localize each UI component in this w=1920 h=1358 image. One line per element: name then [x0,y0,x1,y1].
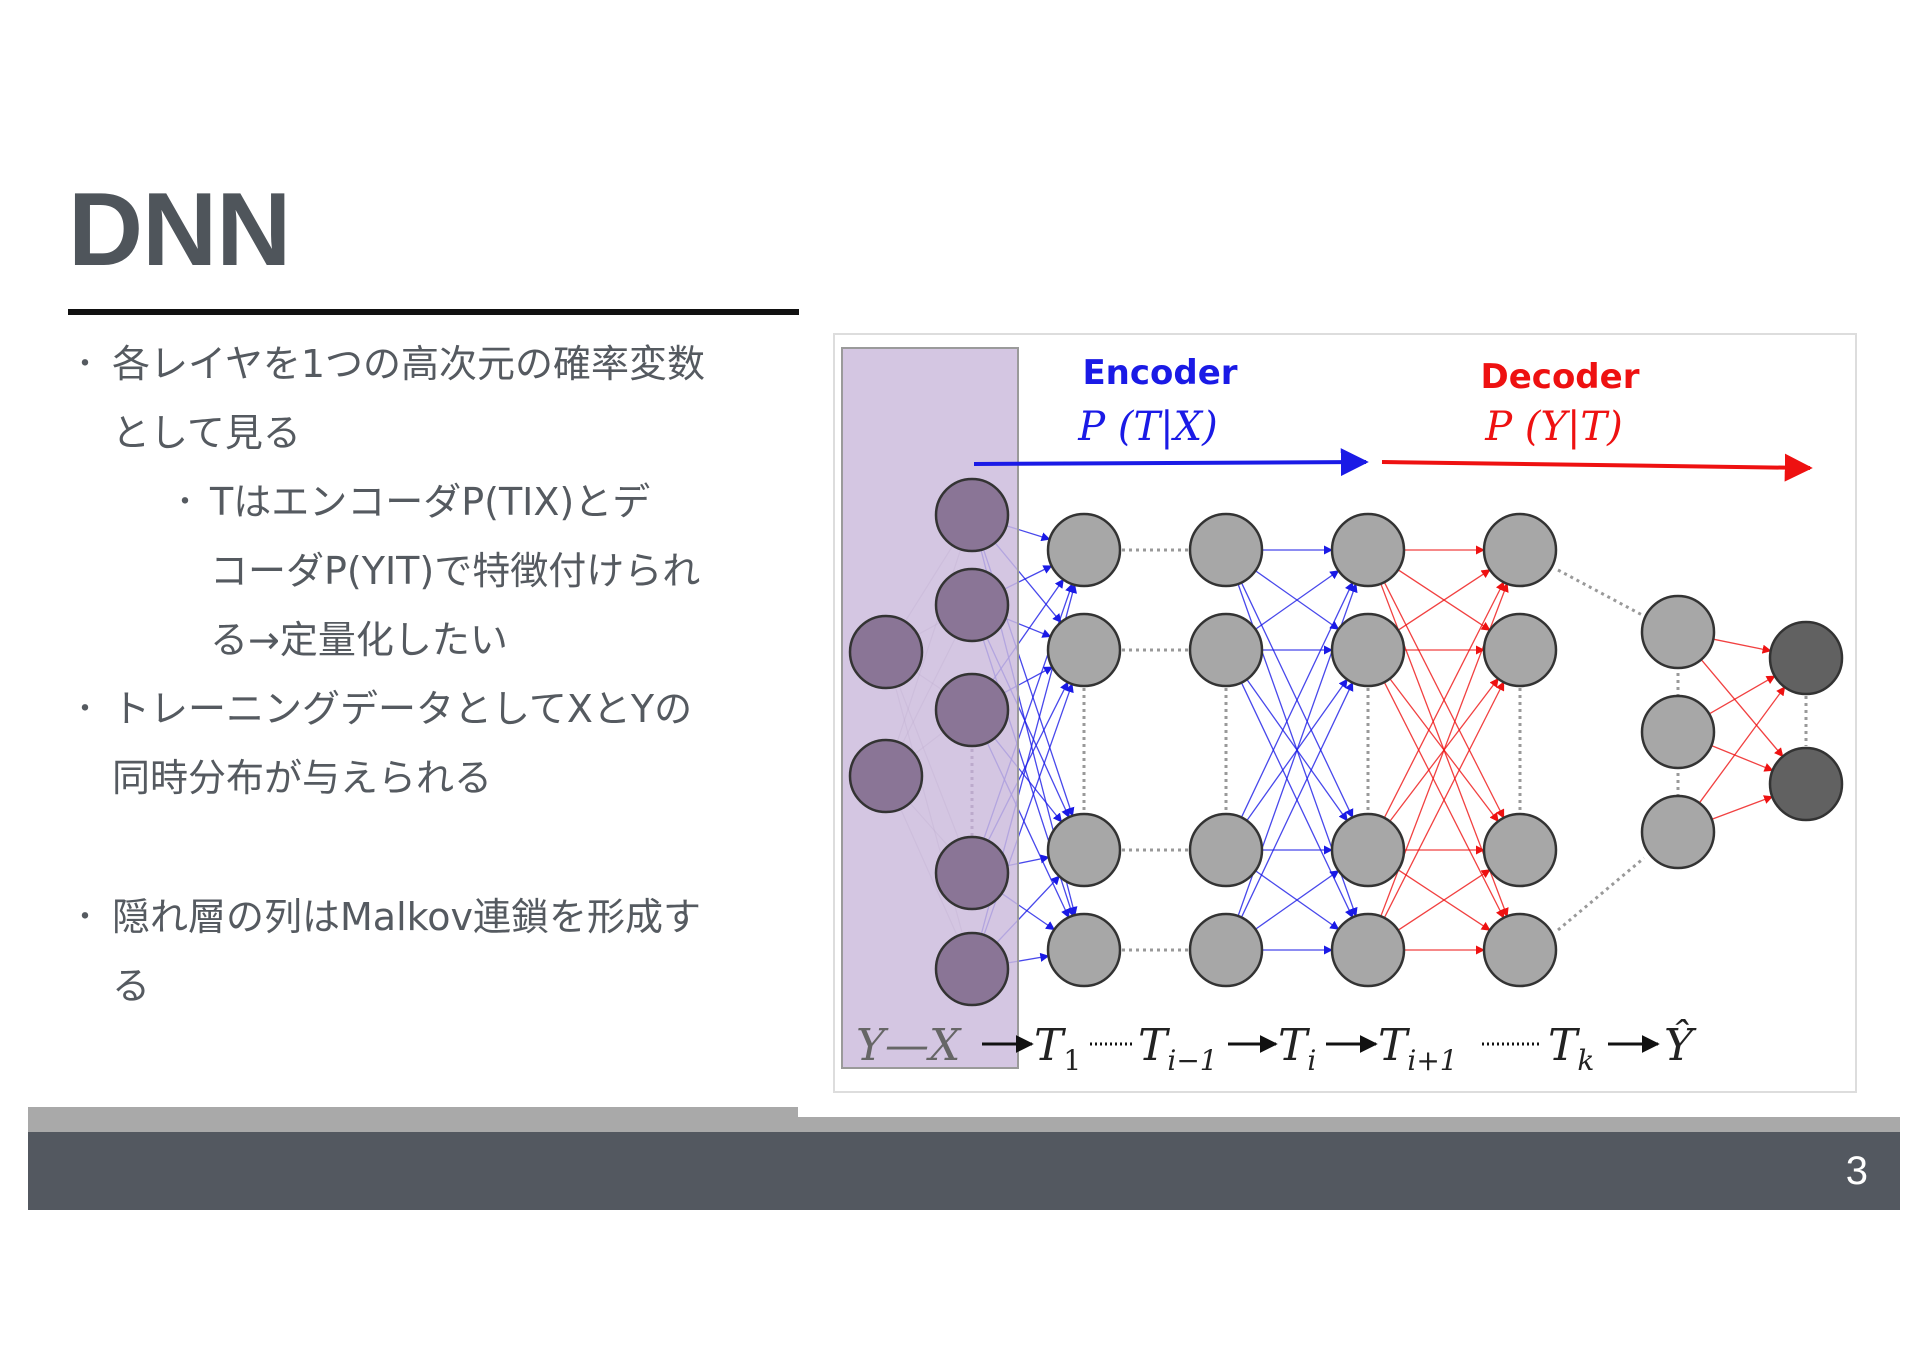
bullet-line: る→定量化したい [210,618,508,662]
slide-title: DNN [68,172,291,288]
connection-edge [1705,636,1772,654]
bullet-line: 同時分布が与えられる [112,756,493,800]
hidden-node [1330,512,1406,588]
bullet-line: 各レイヤを1つの高次元の確率変数 [112,342,706,386]
connection-edge [1384,671,1499,823]
output-node [1768,620,1844,696]
yhat-label: Ŷ [1664,1018,1697,1071]
yx-label: Y—X [856,1020,962,1071]
bullet-item: ・ 各レイヤを1つの高次元の確率変数 として見る [70,330,800,468]
connection-edge [1695,652,1784,758]
input-node [848,738,924,814]
bullet-spacer [70,813,800,883]
hidden-node [1330,912,1406,988]
tim1-label: Ti−1 [1138,1020,1218,1077]
connection-edge [1391,564,1491,631]
connection-edge [1248,565,1340,630]
title-underline [68,309,799,315]
bullet-item: ・ トレーニングデータとしてXとYの 同時分布が与えられる [70,675,800,813]
decoder-formula: P (Y|T) [1484,404,1622,450]
connection-edge [1703,795,1774,823]
bullet-dot: ・ [70,900,100,935]
encoder-arrow [973,448,1369,477]
decoder-label: Decoder [1481,357,1640,397]
decoder-arrow [1381,453,1813,482]
input-node [934,835,1010,911]
connection-edge [1237,681,1354,925]
connection-edge [1241,678,1348,828]
hidden-node [1482,812,1558,888]
hidden-node [1482,512,1558,588]
encoder-label: Encoder [1082,353,1237,393]
hidden-node [1330,812,1406,888]
tk-label: Tk [1548,1020,1594,1077]
dotted-connector [1557,568,1645,618]
hidden-node [1640,694,1716,770]
layer-sequence: Y—X T1 Ti−1 Ti Ti+1 Tk Ŷ [856,1018,1697,1077]
hidden-node [1188,512,1264,588]
hidden-node [1640,794,1716,870]
connection-edge [1391,869,1491,936]
encoder-formula: P (T|X) [1077,404,1217,450]
hidden-node [1330,612,1406,688]
input-node [934,672,1010,748]
input-node [934,477,1010,553]
hidden-node [1046,912,1122,988]
bullet-dot: ・ [70,692,100,727]
connection-edge [1701,675,1776,719]
connection-edge [1237,581,1354,825]
dotted-connector [1557,856,1645,932]
tip1-label: Ti+1 [1378,1020,1458,1077]
hidden-node [1188,612,1264,688]
bullet-list: ・ 各レイヤを1つの高次元の確率変数 として見る ・ TはエンコーダP(TIX)… [70,330,800,1021]
hidden-node [1482,912,1558,988]
t1-label: T1 [1034,1020,1081,1077]
bullet-line: 隠れ層の列はMalkov連鎖を形成す [112,895,702,939]
ti-label: Ti [1278,1020,1316,1077]
footer-bar [28,1132,1900,1210]
connection-edge [1694,686,1786,810]
network-nodes [848,477,1844,1007]
connection-edge [1703,741,1774,772]
bullet-line: コーダP(YIT)で特徴付けられ [210,549,701,593]
bullet-line: として見る [112,411,301,455]
connection-edge [1391,864,1491,931]
dnn-encoder-decoder-diagram: Encoder P (T|X) Decoder P (Y|T) Y—X T1 T… [833,333,1857,1093]
connection-edge [1380,581,1505,826]
sub-bullet-item: ・ TはエンコーダP(TIX)とデ コーダP(YIT)で特徴付けられ る→定量化… [70,468,800,675]
bullet-dot: ・ [70,347,100,382]
input-node [848,614,924,690]
connection-edge [1248,865,1340,930]
hidden-node [1640,594,1716,670]
bullet-item: ・ 隠れ層の列はMalkov連鎖を形成す る [70,883,800,1021]
connection-edge [1380,681,1505,926]
page-number: 3 [1845,1149,1868,1193]
connection-edge [1248,570,1340,635]
footer-stripe-notch [798,1107,1900,1117]
input-node [934,567,1010,643]
input-node [934,931,1010,1007]
bullet-dot: ・ [170,485,200,520]
connection-edge [1391,569,1491,636]
connection-edge [1248,870,1340,935]
connection-edge [1237,575,1354,819]
hidden-node [1188,812,1264,888]
hidden-node [1046,812,1122,888]
bullet-line: る [112,964,151,1008]
connection-edge [1380,574,1505,819]
bullet-line: TはエンコーダP(TIX)とデ [210,480,651,524]
bullet-line: トレーニングデータとしてXとYの [112,687,693,731]
hidden-node [1482,612,1558,688]
hidden-node [1046,612,1122,688]
hidden-node [1046,512,1122,588]
output-node [1768,746,1844,822]
connection-edge [1384,677,1499,829]
hidden-node [1188,912,1264,988]
connection-edge [1241,672,1348,822]
